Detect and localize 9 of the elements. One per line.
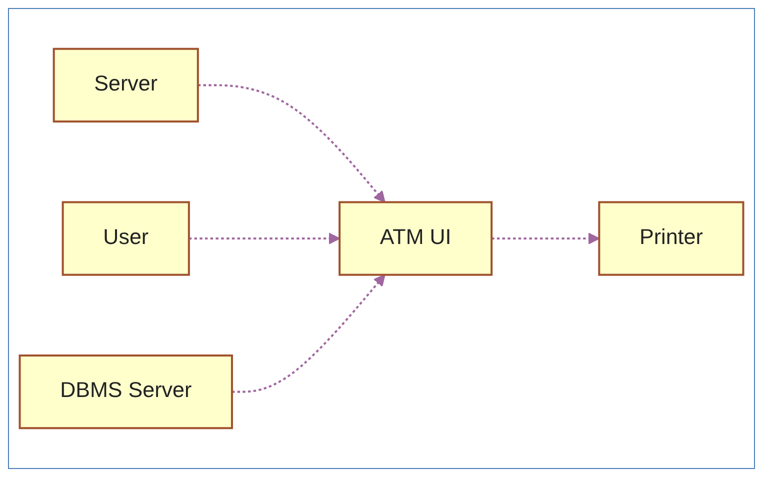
node-box: DBMS Server [18,354,233,430]
arrow [198,84,386,203]
node-box: User [62,201,190,276]
arrow [232,274,386,393]
arrow [492,232,600,244]
node-box: ATM UI [338,201,493,276]
arrow [188,232,340,244]
node-box: Server [52,48,199,122]
node-box: Printer [598,201,744,276]
